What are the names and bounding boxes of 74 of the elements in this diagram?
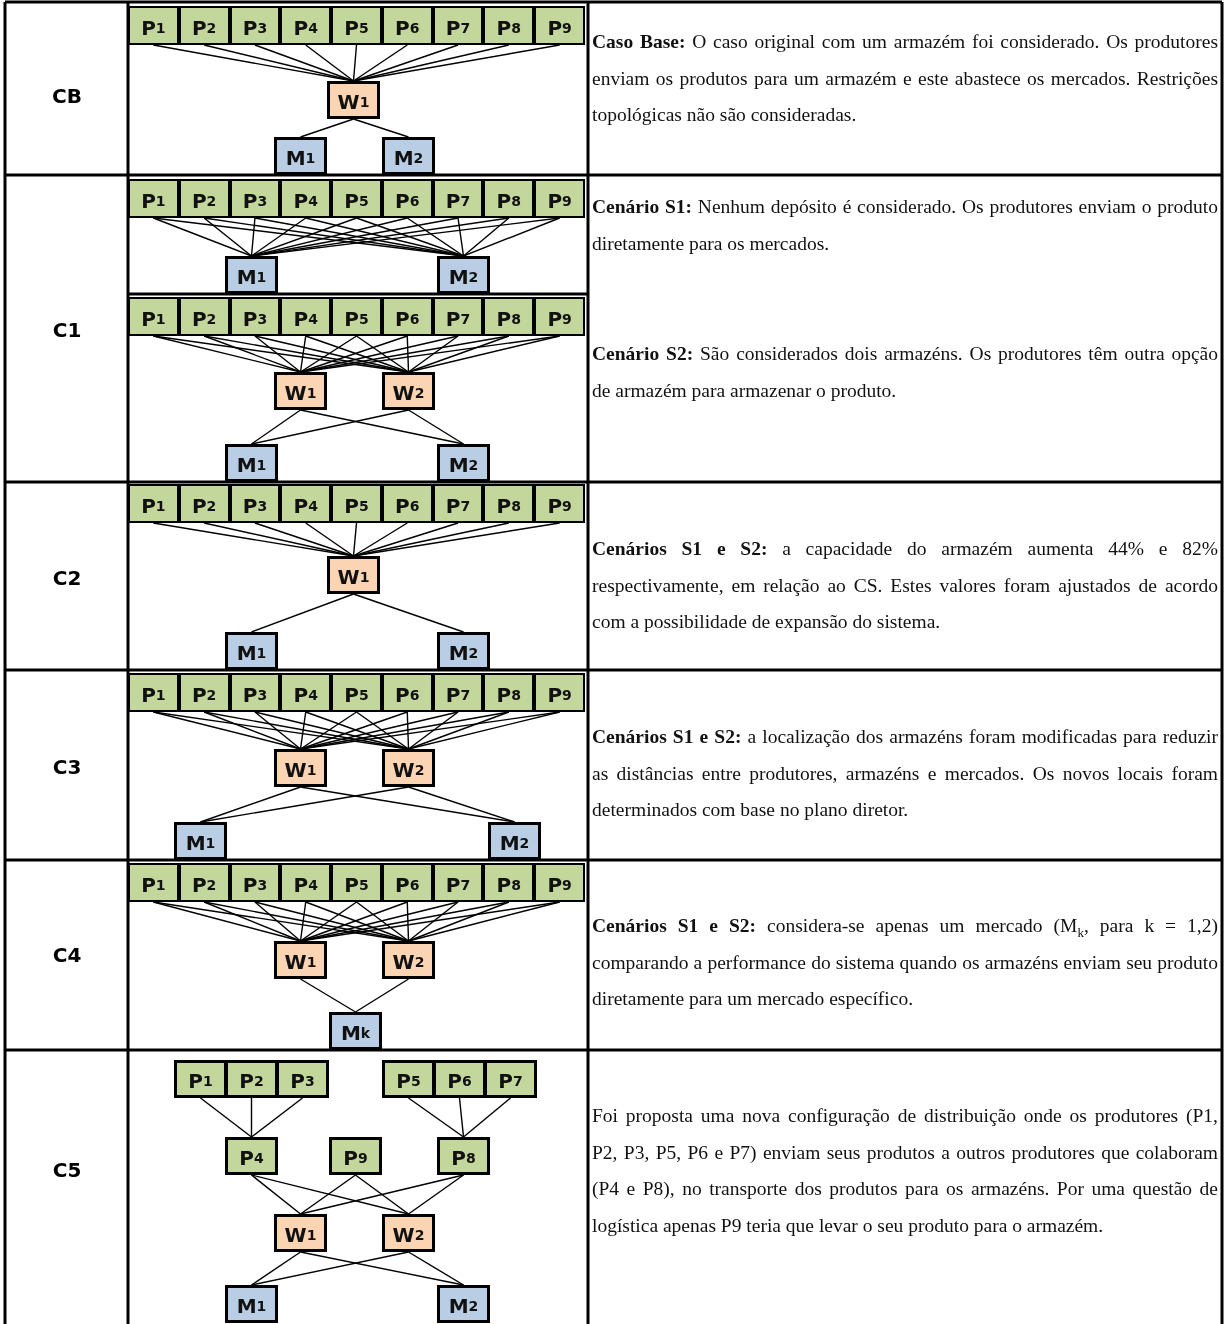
scenario-description: Cenário S2: São considerados dois armazéns. Os produtores têm outra opção de armazém para armazenar o produto. xyxy=(592,342,1218,403)
row-label: C1 xyxy=(51,318,83,342)
connector-line xyxy=(299,711,307,750)
connector-line xyxy=(406,711,410,750)
connector-line xyxy=(254,711,302,750)
scenario-description: Foi proposta uma nova configuração de distribuição onde os produtores (P1, P2, P3, P5, P6 e P7) enviam seus produtos a outros produtores que colaboram (P4 e P8), no transporte dos produtos para os armazéns. Por uma questão de logística apenas P9 teria que levar o seu produto para o armazém. xyxy=(592,1104,1218,1238)
connector-line xyxy=(462,217,510,257)
scenario-description: Caso Base: O caso original com um armazém foi considerado. Os produtores enviam os produtos para um armazém e este abastece os mercados. Restrições topológicas não são consideradas. xyxy=(592,30,1218,128)
connector-line xyxy=(355,711,410,750)
connector-line xyxy=(254,522,355,557)
connector-line xyxy=(407,1251,465,1286)
connector-line xyxy=(203,217,253,257)
connector-line xyxy=(352,522,408,557)
row-label: C2 xyxy=(51,566,83,590)
row-label: C4 xyxy=(51,943,83,967)
connector-line xyxy=(250,217,307,257)
connector-line xyxy=(305,522,355,557)
connector-line xyxy=(250,217,256,257)
connector-line xyxy=(299,335,358,373)
connector-line xyxy=(305,44,355,82)
connector-line xyxy=(250,1097,253,1138)
connector-line xyxy=(299,978,357,1013)
connector-line xyxy=(254,901,302,942)
connector-line xyxy=(354,1174,410,1215)
connector-line xyxy=(254,335,302,373)
connector-line xyxy=(250,1174,302,1215)
connector-line xyxy=(407,1174,465,1215)
scenario-description: Cenário S1: Nenhum depósito é considerado. Os produtores enviam o produto diretamente para os mercados. xyxy=(592,195,1218,256)
connector-line xyxy=(458,1097,465,1138)
connector-line xyxy=(352,44,408,82)
connector-line xyxy=(462,1097,512,1138)
connector-line xyxy=(299,711,358,750)
connector-line xyxy=(406,901,410,942)
row-label: C3 xyxy=(51,755,83,779)
connector-line xyxy=(299,1174,357,1215)
row-label: C5 xyxy=(51,1158,83,1182)
connector-line xyxy=(250,409,302,445)
scenario-description: Cenários S1 e S2: considera-se apenas um mercado (M$_{k}$, para k = 1,2) comparando a performance do sistema quando os armazéns enviam seu produto diretamente para um mercado específico. xyxy=(592,914,1218,1012)
connector-line xyxy=(203,335,302,373)
scenario-description: Cenários S1 e S2: a capacidade do armazém aumenta 44% e 82% respectivamente, em relação ao CS. Estes valores foram ajustados de acordo com a possibilidade de expansão do sistema. xyxy=(592,537,1218,635)
connector-line xyxy=(457,217,465,257)
scenario-description: Cenários S1 e S2: a localização dos armazéns foram modificadas para reduzir as distâncias entre produtores, armazéns e mercados. Os novos locais foram determinados com base no plano diretor. xyxy=(592,725,1218,823)
connector-line xyxy=(352,118,410,138)
connector-line xyxy=(152,217,253,257)
connector-line xyxy=(352,44,358,82)
connector-line xyxy=(199,1097,253,1138)
connector-line xyxy=(299,335,307,373)
connector-line xyxy=(407,901,510,942)
connector-line xyxy=(355,901,410,942)
connector-line xyxy=(203,711,302,750)
connector-line xyxy=(406,217,465,257)
connector-line xyxy=(407,786,516,823)
row-label: CB xyxy=(51,84,83,108)
connector-line xyxy=(407,335,459,373)
connector-line xyxy=(250,593,355,633)
connector-line xyxy=(355,335,410,373)
connector-line xyxy=(199,786,410,823)
connector-line xyxy=(250,1251,302,1286)
connector-line xyxy=(299,901,307,942)
connector-line xyxy=(352,522,358,557)
connector-line xyxy=(406,335,410,373)
connector-line xyxy=(407,711,510,750)
connector-line xyxy=(462,217,561,257)
connector-line xyxy=(203,901,302,942)
connector-line xyxy=(299,118,355,138)
connector-line xyxy=(407,901,459,942)
connector-line xyxy=(354,978,410,1013)
connector-line xyxy=(407,711,459,750)
connector-line xyxy=(407,409,465,445)
connector-line xyxy=(407,1097,465,1138)
connector-line xyxy=(254,44,355,82)
connector-line xyxy=(250,1097,304,1138)
connector-line xyxy=(352,593,465,633)
connector-line xyxy=(299,901,358,942)
